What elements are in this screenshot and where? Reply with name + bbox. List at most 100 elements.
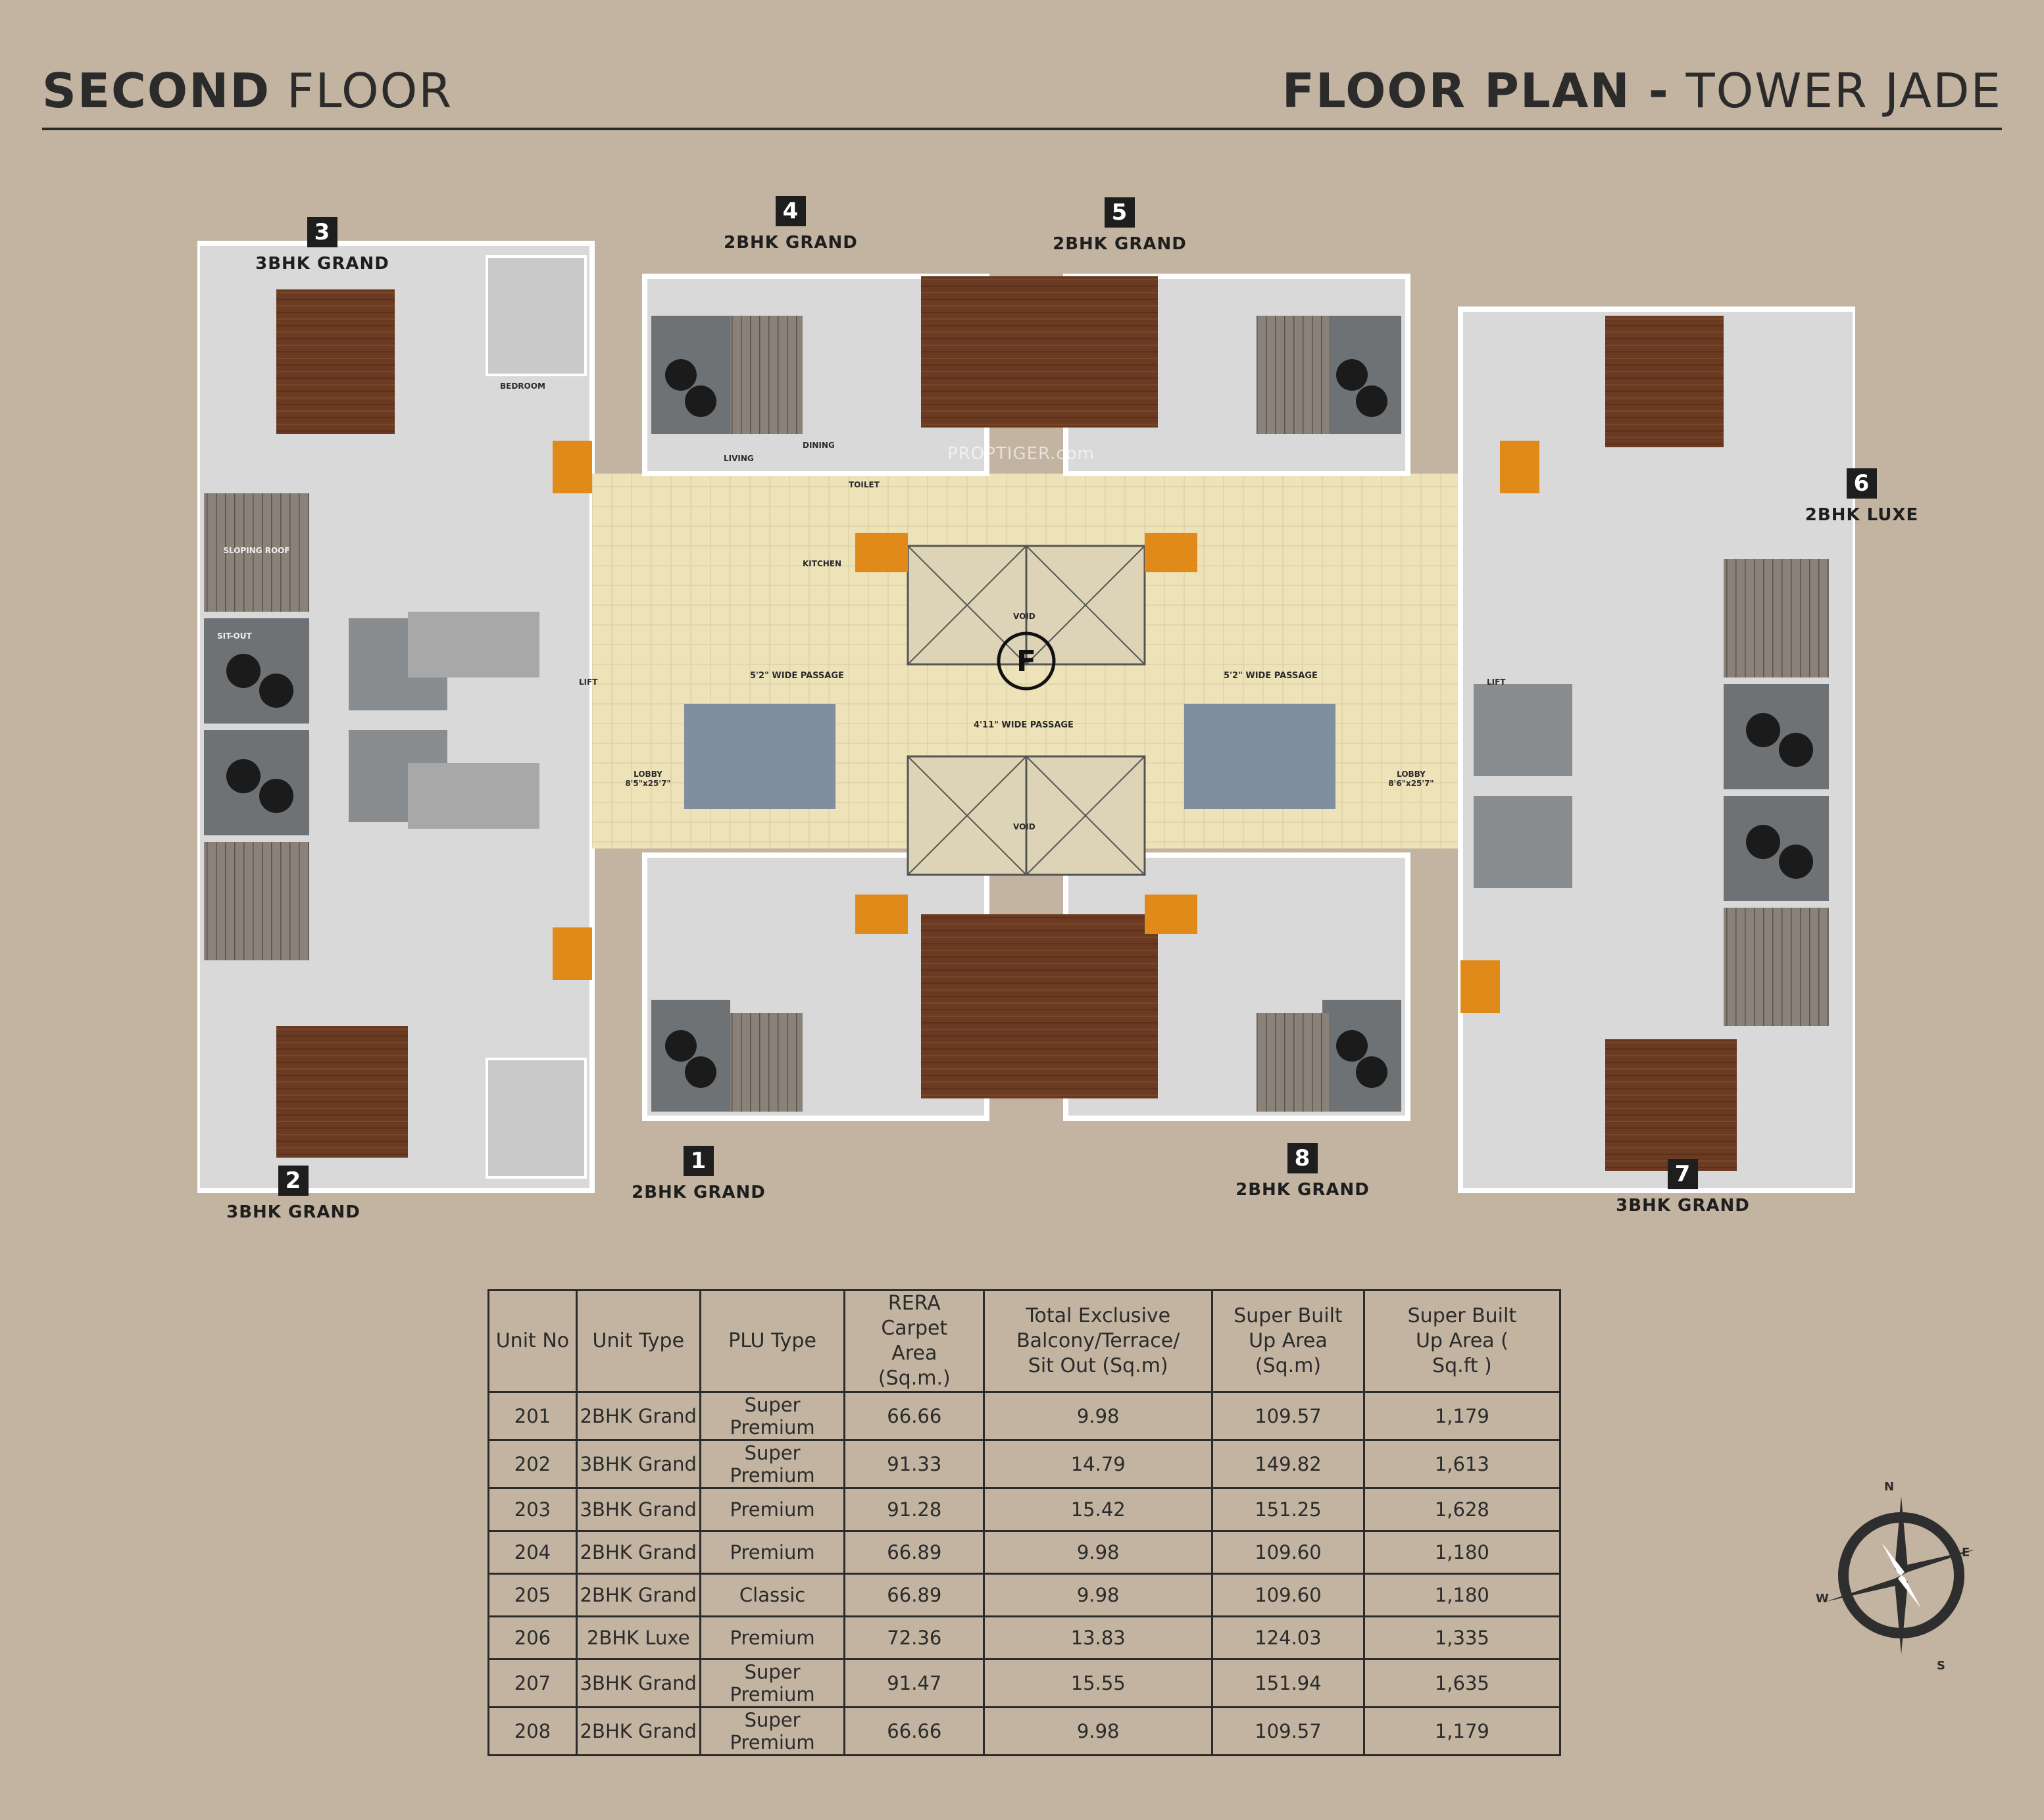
col-super-built-sqm: Super Built Up Area (Sq.m) <box>1211 1289 1365 1393</box>
compass-e: E <box>1962 1546 1970 1560</box>
table-cell: 9.98 <box>983 1530 1214 1575</box>
table-cell: 149.82 <box>1211 1439 1365 1489</box>
table-cell: 2BHK Luxe <box>575 1615 701 1660</box>
table-cell: 2BHK Grand <box>575 1530 701 1575</box>
table-cell: 91.33 <box>843 1439 985 1489</box>
unit-type: 2BHK GRAND <box>724 233 858 253</box>
watermark: PROPTIGER.com <box>947 444 1095 464</box>
floor-title-light: FLOOR <box>270 63 453 118</box>
table-cell: 9.98 <box>983 1706 1214 1756</box>
kitchen-label: KITCHEN <box>803 559 842 568</box>
block-center <box>592 274 1460 1121</box>
area-table-wrap: Unit No Unit Type PLU Type RERA Carpet A… <box>487 1289 1562 1756</box>
table-cell: 9.98 <box>983 1573 1214 1617</box>
table-cell: Super Premium <box>699 1439 846 1489</box>
table-cell: 2BHK Grand <box>575 1706 701 1756</box>
unit-label-2: 2 3BHK GRAND <box>195 1166 392 1222</box>
unit-number: 2 <box>278 1166 309 1196</box>
floor-plan-drawing <box>195 241 1858 1193</box>
table-cell: Premium <box>699 1530 846 1575</box>
table-cell: 3BHK Grand <box>575 1439 701 1489</box>
table-cell: 1,335 <box>1362 1615 1562 1660</box>
table-cell: 9.98 <box>983 1391 1214 1441</box>
table-cell: Super Premium <box>699 1391 846 1441</box>
table-cell: 66.89 <box>843 1530 985 1575</box>
unit-label-3: 3 3BHK GRAND <box>224 217 421 274</box>
unit-type: 3BHK GRAND <box>226 1202 361 1222</box>
toilet-label: TOILET <box>849 480 880 489</box>
table-header-row: Unit No Unit Type PLU Type RERA Carpet A… <box>487 1289 1562 1393</box>
col-super-built-sqft: Super Built Up Area ( Sq.ft ) <box>1362 1289 1562 1393</box>
table-cell: 66.66 <box>843 1391 985 1441</box>
table-cell: 124.03 <box>1211 1615 1365 1660</box>
plan-title: FLOOR PLAN - TOWER JADE <box>1282 63 2002 118</box>
unit-type: 2BHK GRAND <box>1235 1180 1370 1200</box>
block-right <box>1458 307 1858 1193</box>
table-cell: 15.42 <box>983 1487 1214 1532</box>
col-unit-no: Unit No <box>487 1289 578 1393</box>
table-cell: 3BHK Grand <box>575 1487 701 1532</box>
table-cell: 1,179 <box>1362 1391 1562 1441</box>
compass-w: W <box>1816 1592 1829 1606</box>
table-cell: 109.57 <box>1211 1391 1365 1441</box>
table-cell: Super Premium <box>699 1706 846 1756</box>
unit-number: 4 <box>776 196 806 226</box>
unit-type: 2BHK LUXE <box>1805 505 1919 525</box>
unit-number: 8 <box>1287 1143 1318 1173</box>
table-cell: 1,635 <box>1362 1658 1562 1708</box>
table-cell: 1,180 <box>1362 1573 1562 1617</box>
table-cell: 14.79 <box>983 1439 1214 1489</box>
table-cell: 206 <box>487 1615 578 1660</box>
table-cell: 1,180 <box>1362 1530 1562 1575</box>
block-left <box>195 241 595 1193</box>
unit-label-4: 4 2BHK GRAND <box>692 196 889 253</box>
unit-number: 7 <box>1668 1159 1698 1189</box>
unit-type: 2BHK GRAND <box>632 1183 766 1202</box>
table-cell: 66.66 <box>843 1706 985 1756</box>
lobby-label-right: LOBBY 8'6"x25'7" <box>1388 770 1434 788</box>
unit-number: 1 <box>684 1146 714 1176</box>
unit-number: 6 <box>1847 468 1877 499</box>
bedroom-label: BEDROOM <box>500 381 545 391</box>
compass-n: N <box>1884 1480 1895 1494</box>
table-cell: 2BHK Grand <box>575 1573 701 1617</box>
compass-icon <box>1826 1496 1977 1654</box>
floor-title: SECOND FLOOR <box>42 63 453 118</box>
living-label: LIVING <box>724 454 754 463</box>
col-unit-type: Unit Type <box>575 1289 701 1393</box>
table-cell: 72.36 <box>843 1615 985 1660</box>
lift-label-right: LIFT <box>1487 677 1506 687</box>
col-balcony: Total Exclusive Balcony/Terrace/ Sit Out… <box>983 1289 1214 1393</box>
floor-plan: 5'2" WIDE PASSAGE 5'2" WIDE PASSAGE 4'11… <box>195 191 1858 1217</box>
void-label-top: VOID <box>1013 612 1035 621</box>
sloping-roof-label: SLOPING ROOF <box>223 546 290 555</box>
lift-label-left: LIFT <box>579 677 598 687</box>
compass-rose: N E S W <box>1816 1480 1977 1677</box>
table-cell: 2BHK Grand <box>575 1391 701 1441</box>
dining-label: DINING <box>803 441 835 450</box>
table-cell: 91.47 <box>843 1658 985 1708</box>
unit-number: 5 <box>1105 197 1135 228</box>
fire-exit-label: F <box>1016 645 1037 678</box>
table-cell: 202 <box>487 1439 578 1489</box>
page-header: SECOND FLOOR FLOOR PLAN - TOWER JADE <box>42 55 2002 130</box>
table-cell: 204 <box>487 1530 578 1575</box>
floor-title-bold: SECOND <box>42 63 271 118</box>
passage-label-center: 4'11" WIDE PASSAGE <box>974 720 1074 730</box>
compass-s: S <box>1937 1659 1945 1673</box>
table-cell: Classic <box>699 1573 846 1617</box>
plan-title-light: TOWER JADE <box>1685 63 2002 118</box>
table-cell: 207 <box>487 1658 578 1708</box>
plan-title-bold: FLOOR PLAN - <box>1282 63 1670 118</box>
table-cell: 15.55 <box>983 1658 1214 1708</box>
table-cell: 1,628 <box>1362 1487 1562 1532</box>
area-table: Unit No Unit Type PLU Type RERA Carpet A… <box>487 1289 1562 1756</box>
table-cell: 1,613 <box>1362 1439 1562 1489</box>
